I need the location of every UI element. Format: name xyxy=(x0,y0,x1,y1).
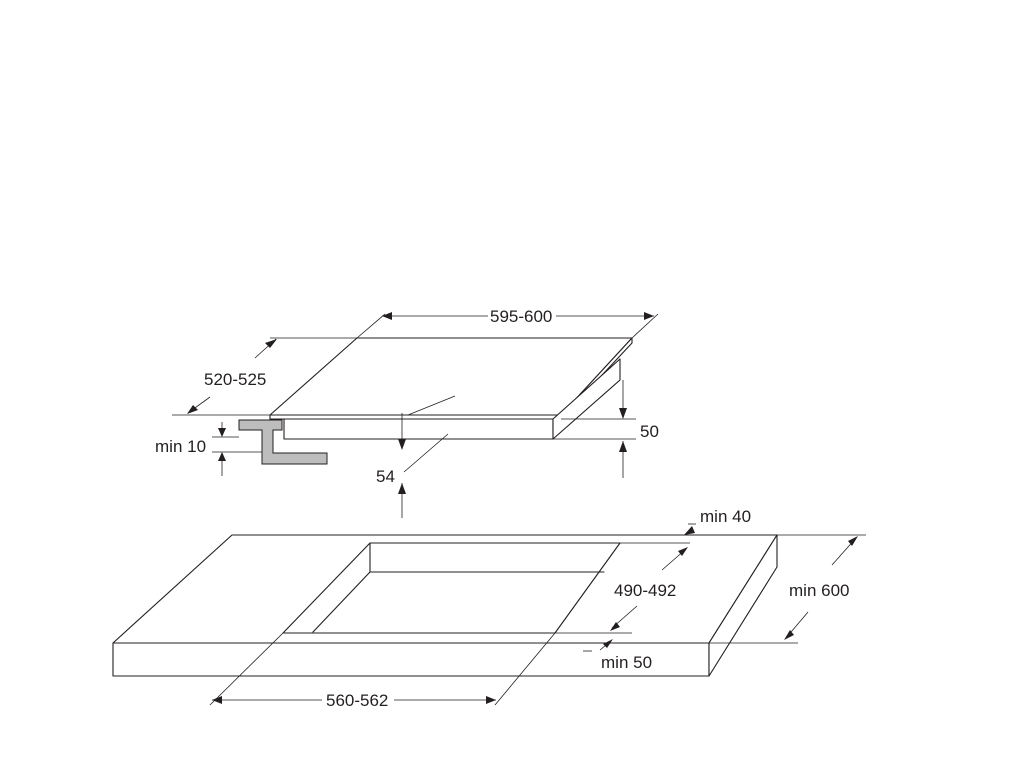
dim-cutout-width: 560-562 xyxy=(209,632,556,710)
profile-bracket xyxy=(238,419,328,465)
worktop-side-face xyxy=(708,534,778,677)
label-min-wall-gap: min 10 xyxy=(155,437,206,456)
label-worktop-depth: min 600 xyxy=(789,581,849,600)
hob-top-guide xyxy=(407,395,456,416)
label-hob-height: 50 xyxy=(640,422,659,441)
dim-hob-height: 50 xyxy=(553,380,659,478)
label-cutout-width: 560-562 xyxy=(326,691,388,710)
label-hob-depth: 520-525 xyxy=(204,370,266,389)
dim-cutout-depth: 490-492 xyxy=(555,547,688,634)
label-cutout-depth: 490-492 xyxy=(614,581,676,600)
label-min-front-gap: min 50 xyxy=(601,653,652,672)
dim-cutout-clearance: 54 xyxy=(376,413,449,518)
dim-min-wall-gap: min 10 xyxy=(155,422,262,476)
dim-hob-width: 595-600 xyxy=(356,307,659,339)
hob xyxy=(269,337,633,440)
dim-min-front-gap: min 50 xyxy=(583,639,652,672)
dim-worktop-depth: min 600 xyxy=(709,534,866,644)
label-cutout-clearance: 54 xyxy=(376,467,395,486)
worktop xyxy=(112,534,778,677)
label-min-back-gap: min 40 xyxy=(700,507,751,526)
worktop-profile xyxy=(238,419,328,465)
dim-min-back-gap: min 40 xyxy=(620,507,751,544)
hob-body xyxy=(283,418,554,440)
label-hob-width: 595-600 xyxy=(490,307,552,326)
dim-hob-depth: 520-525 xyxy=(172,337,357,416)
hob-glass-front xyxy=(269,414,562,420)
